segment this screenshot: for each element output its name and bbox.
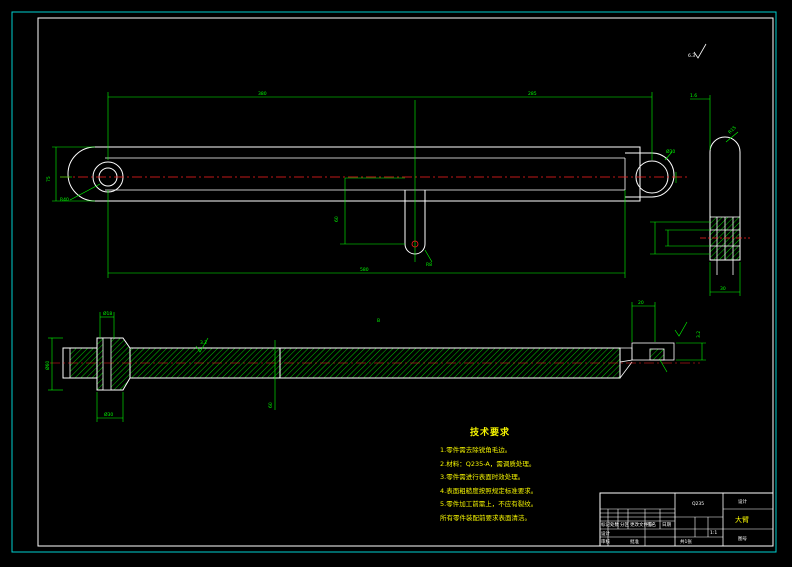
- title-block-checker: 审核: [601, 538, 610, 545]
- title-block-part-name: 大臂: [735, 515, 749, 524]
- section-left-height-dim: Ø60: [44, 361, 51, 370]
- section-right-top-dim: 20: [638, 300, 644, 306]
- title-block-label-3: 更改文件号: [630, 521, 653, 528]
- note-item: 4.表面粗糙度按照规定标准要求。: [440, 486, 538, 495]
- right-bore-dim: Ø30: [666, 148, 675, 155]
- note-item: 3.零件需进行表面时效处理。: [440, 473, 525, 481]
- note-item: 1.零件需去除锐角毛边。: [440, 446, 512, 454]
- title-block-label-1: 处数: [610, 521, 619, 528]
- title-block-drawing-no: 图号: [738, 536, 747, 542]
- bottom-total-dim: 580: [360, 267, 369, 273]
- notes-list: 1.零件需去除锐角毛边。 2.材料：Q235-A，需调质处理。 3.零件需进行表…: [440, 444, 610, 525]
- note-item: 2.材料：Q235-A，需调质处理。: [440, 459, 536, 468]
- section-left-top-dim: Ø18: [103, 310, 112, 317]
- title-block-label-4: 签名: [647, 521, 656, 528]
- title-block-scale: 1:1: [710, 530, 717, 536]
- notes-title: 技术要求: [470, 428, 511, 438]
- left-radius-dim: R40: [60, 197, 69, 203]
- slot-radius-dim: R8: [426, 262, 432, 268]
- side-top-dim: 1.6: [690, 93, 697, 99]
- top-view: 60 380 285 580 75 R40 Ø30 R8: [46, 91, 690, 278]
- title-block-company: 设计: [738, 498, 747, 505]
- title-block-material: Q235: [692, 501, 704, 507]
- roughness-symbol: 6.3: [688, 53, 695, 59]
- section-view: B Ø18 Ø60 Ø30 3.2 60 20 3: [44, 300, 706, 422]
- section-mid-code: 60: [268, 402, 274, 408]
- left-height-dim: 75: [46, 176, 52, 182]
- outer-frame: [11, 11, 777, 553]
- side-width-dim: 30: [720, 286, 726, 292]
- note-item: 5.零件加工前需上，不应有裂纹。: [440, 500, 538, 508]
- title-block-designer: 设计: [601, 530, 610, 537]
- section-left-bottom-dim: Ø30: [104, 411, 113, 418]
- title-block-approver: 批准: [630, 538, 639, 545]
- section-center-mark: B: [377, 318, 380, 324]
- top-left-span-dim: 380: [258, 91, 267, 97]
- title-block-label-0: 标记: [601, 521, 610, 528]
- title-block-sheet: 共1张: [680, 538, 692, 545]
- title-block-label-2: 分区: [620, 521, 629, 528]
- technical-notes: 技术要求 1.零件需去除锐角毛边。 2.材料：Q235-A，需调质处理。 3.零…: [440, 427, 610, 525]
- top-right-span-dim: 285: [528, 91, 537, 97]
- section-right-side-dim: 3.2: [696, 331, 702, 338]
- side-radius-dim: R15: [727, 125, 738, 136]
- section-mid-roughness: 3.2: [200, 340, 207, 346]
- title-block: Q235 设计 大臂 图号 1:1 共1张 设计 审核 批准 标记 处数 分区 …: [599, 492, 774, 547]
- title-block-label-5: 日期: [662, 522, 671, 528]
- side-view: 1.6 R15 30 6.3: [650, 43, 750, 296]
- slot-depth-dim: 60: [334, 216, 340, 222]
- inner-frame: [37, 17, 774, 547]
- note-item: 所有零件装配前要求表面清洁。: [440, 513, 531, 522]
